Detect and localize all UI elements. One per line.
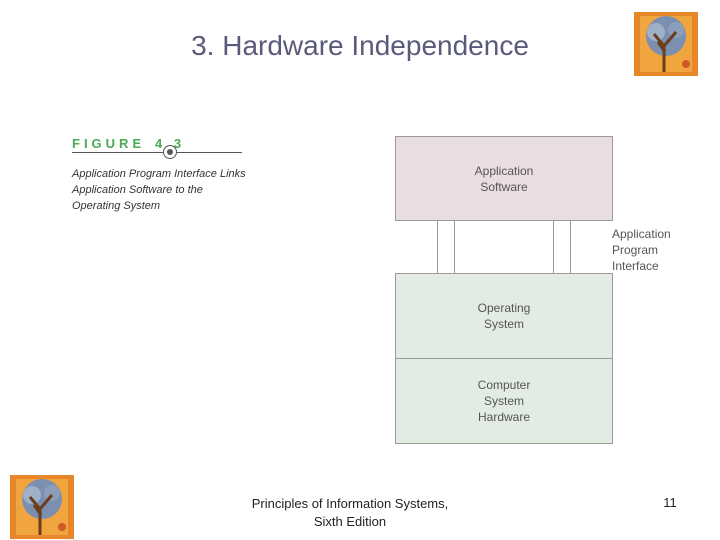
layer-operating-system: Operating System — [395, 273, 613, 359]
api-connector-left — [437, 221, 455, 273]
layer-computer-hardware: Computer System Hardware — [395, 358, 613, 444]
api-connector-right — [553, 221, 571, 273]
figure-label: FIGURE — [72, 136, 146, 151]
figure-caption: Application Program Interface Links Appl… — [72, 168, 246, 212]
layer-application-software: Application Software — [395, 136, 613, 221]
api-label: Application Program Interface — [612, 227, 671, 273]
slide-title: 3. Hardware Independence — [191, 30, 529, 61]
slide-footer: Principles of Information Systems, Sixth… — [251, 496, 449, 529]
figure-caption-block: FIGURE 4 3 Application Program Interface… — [72, 136, 252, 212]
tree-logo-icon — [10, 475, 74, 539]
tree-logo-icon — [634, 12, 698, 76]
figure-dot-icon — [163, 145, 177, 159]
page-number: 11 — [663, 495, 677, 510]
figure-rule — [72, 152, 242, 153]
layer-diagram: Application Software Operating System Co… — [395, 136, 613, 444]
